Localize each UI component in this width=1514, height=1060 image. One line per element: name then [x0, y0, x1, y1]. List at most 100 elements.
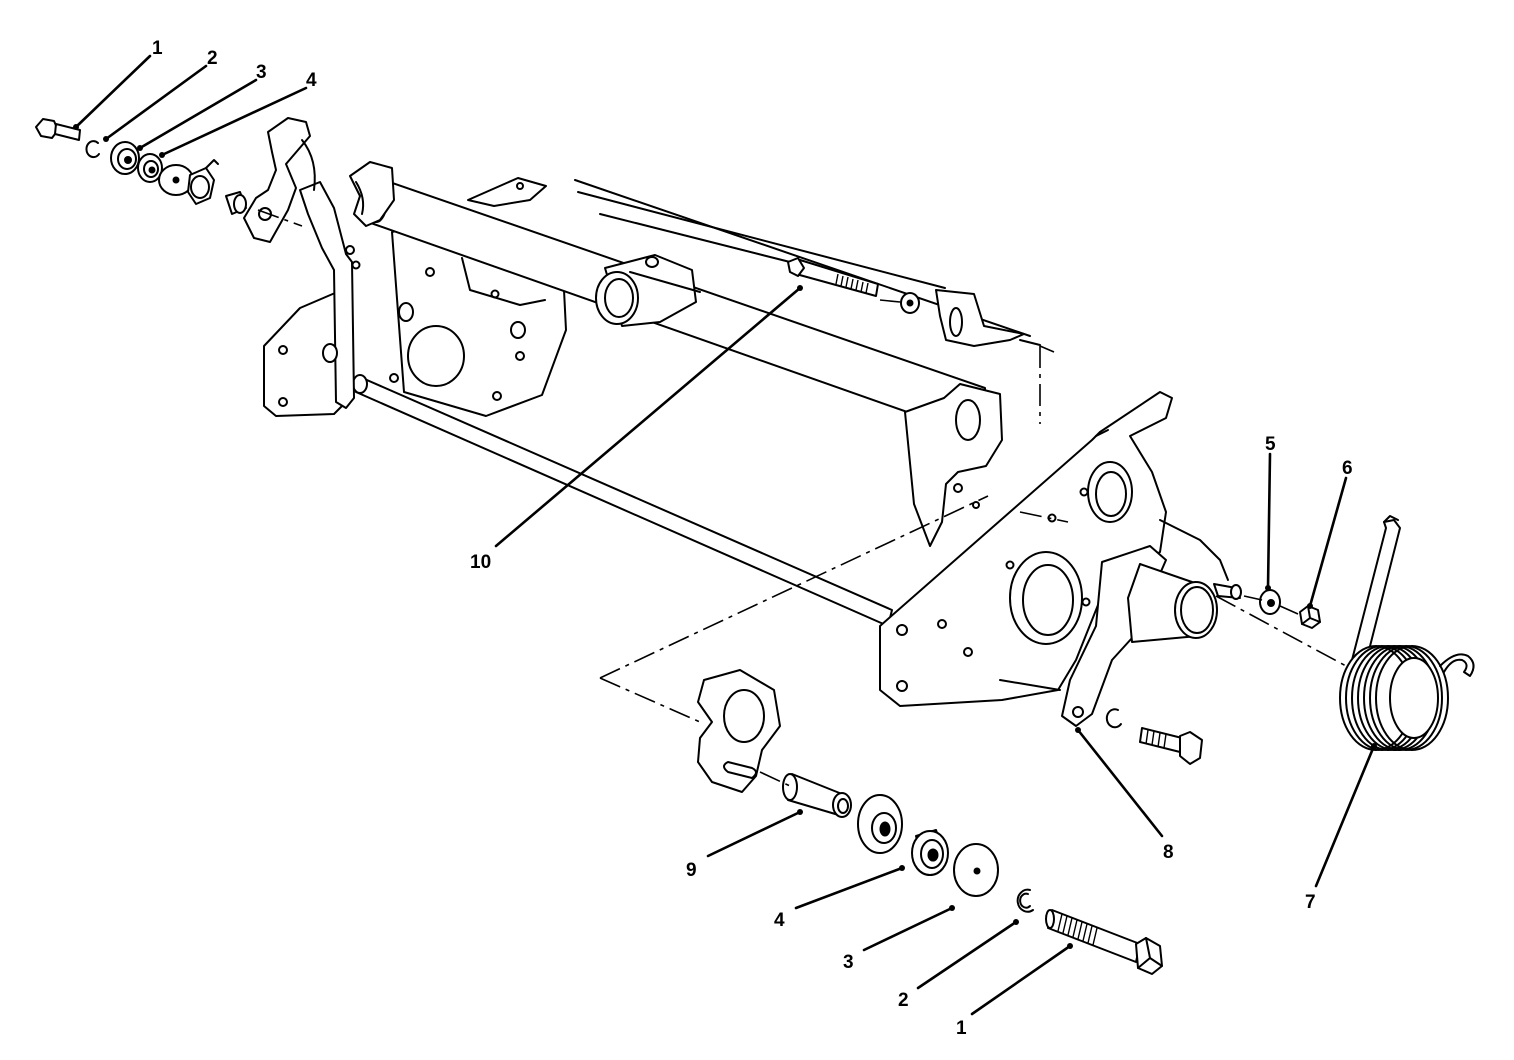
left-fork-top [349, 161, 395, 227]
middle-plate-hole [492, 391, 502, 401]
tube-bushing-housing [595, 254, 701, 327]
leader-line [794, 866, 904, 910]
leader-line [1308, 476, 1348, 608]
bolt-1-threads [1057, 913, 1098, 946]
callout-1-bottom: 1 [956, 1018, 967, 1039]
left-fork-slot [355, 181, 365, 215]
tab-bracket-slot [949, 307, 963, 337]
arm-clip [1105, 708, 1122, 729]
top-bracket-outline [467, 177, 547, 207]
leader-dot [159, 152, 165, 158]
center-line [759, 771, 791, 787]
washer-3-top [110, 141, 140, 175]
clip-2-ring [1016, 888, 1034, 913]
right-plate-hole [1079, 487, 1089, 497]
bolt-1-top-shaft [54, 123, 81, 141]
callout-10: 10 [470, 552, 491, 573]
leader-line [160, 86, 308, 157]
right-plate-hole [1005, 560, 1015, 570]
bearing-4-top [137, 153, 163, 183]
leader-dot [1075, 727, 1081, 733]
bushing-top-end [233, 194, 247, 214]
assembly-center-lines [599, 299, 1347, 787]
callout-3-top: 3 [256, 62, 267, 83]
spacer-clip-top [187, 159, 219, 205]
part-5-washer [1259, 589, 1281, 615]
callout-leaders [73, 54, 1377, 1016]
right-fork-outline [904, 383, 1003, 547]
bearing-4-bore [927, 848, 939, 862]
left-plate-hole [389, 373, 399, 383]
arm-8-hole [1072, 706, 1084, 718]
right-plate-hole [937, 619, 947, 629]
leader-dot [73, 124, 79, 130]
spring-coil-inner [1389, 657, 1439, 739]
leader-dot [899, 865, 905, 871]
right-main-plate [879, 391, 1229, 707]
leader-dot [137, 145, 143, 151]
bolt-1-tip [1045, 909, 1055, 929]
right-plate-hole [896, 680, 908, 692]
leader-line [1266, 452, 1272, 590]
middle-plate-hole [425, 267, 435, 277]
callout-4-bottom: 4 [774, 910, 785, 931]
clip-2-ring-inner [1019, 892, 1031, 909]
right-fork-plate [904, 383, 1003, 547]
lower-rod-body [355, 376, 893, 627]
leader-line [104, 64, 208, 141]
center-line [1039, 345, 1055, 353]
spring-upper-arm [1351, 519, 1401, 663]
top-left-exploded-parts [35, 117, 316, 243]
right-plate-hole [896, 624, 908, 636]
right-plate-hole [963, 647, 973, 657]
middle-plate-hole [510, 321, 526, 339]
bushing-top [225, 191, 247, 215]
bolt-10-head [787, 257, 805, 277]
callout-2-top: 2 [207, 48, 218, 69]
bearing-4-top-hole [148, 166, 156, 174]
callout-6: 6 [1342, 458, 1353, 479]
lever-plate-top-outline [243, 117, 311, 243]
leader-line [916, 920, 1018, 990]
part-3-washer [953, 843, 999, 897]
cylinder-front-inner [1180, 586, 1214, 634]
callout-8: 8 [1163, 842, 1174, 863]
arm-bolt-head [1179, 731, 1203, 765]
tab-bracket-outline [935, 289, 1025, 347]
lever-plate-top [243, 117, 316, 243]
spring-lower-hook [1439, 653, 1475, 677]
part-4-bearing [911, 829, 949, 876]
arm-bolt [1139, 727, 1203, 765]
leader-line [494, 286, 802, 548]
left-flange-hole [278, 397, 288, 407]
leader-dot [797, 285, 803, 291]
bushing-9-bore [837, 798, 849, 814]
washer-3-hole [973, 867, 981, 875]
part-1-bolt [1045, 909, 1163, 975]
middle-plate-edge [461, 257, 546, 306]
bolt-1-top [35, 118, 81, 141]
part-6-nut [1299, 605, 1321, 629]
upper-shaft-edge [577, 191, 946, 289]
leader-dot [1307, 603, 1313, 609]
leader-line [706, 810, 802, 858]
bottom-plate-slot [723, 761, 757, 779]
bushing-9-rear [782, 773, 798, 801]
part-10-bolt [787, 257, 879, 297]
callout-9: 9 [686, 860, 697, 881]
leader-dot [1265, 585, 1271, 591]
right-plate-upper-bushing-inner [1095, 471, 1127, 517]
part-7-torsion-spring [1339, 515, 1475, 751]
callout-5: 5 [1265, 434, 1276, 455]
leader-line [970, 944, 1072, 1016]
upper-shaft-edge [1019, 339, 1041, 346]
left-plate-hole [351, 260, 361, 270]
right-fork-slot [955, 399, 981, 441]
callout-1-top: 1 [152, 38, 163, 59]
center-line [1215, 595, 1347, 667]
tab-washer-hole [906, 299, 914, 307]
lever-plate-top-edge [301, 139, 316, 191]
center-line [1019, 511, 1069, 523]
flange-bearing-bore [879, 821, 891, 837]
clip-2-top [85, 140, 100, 159]
